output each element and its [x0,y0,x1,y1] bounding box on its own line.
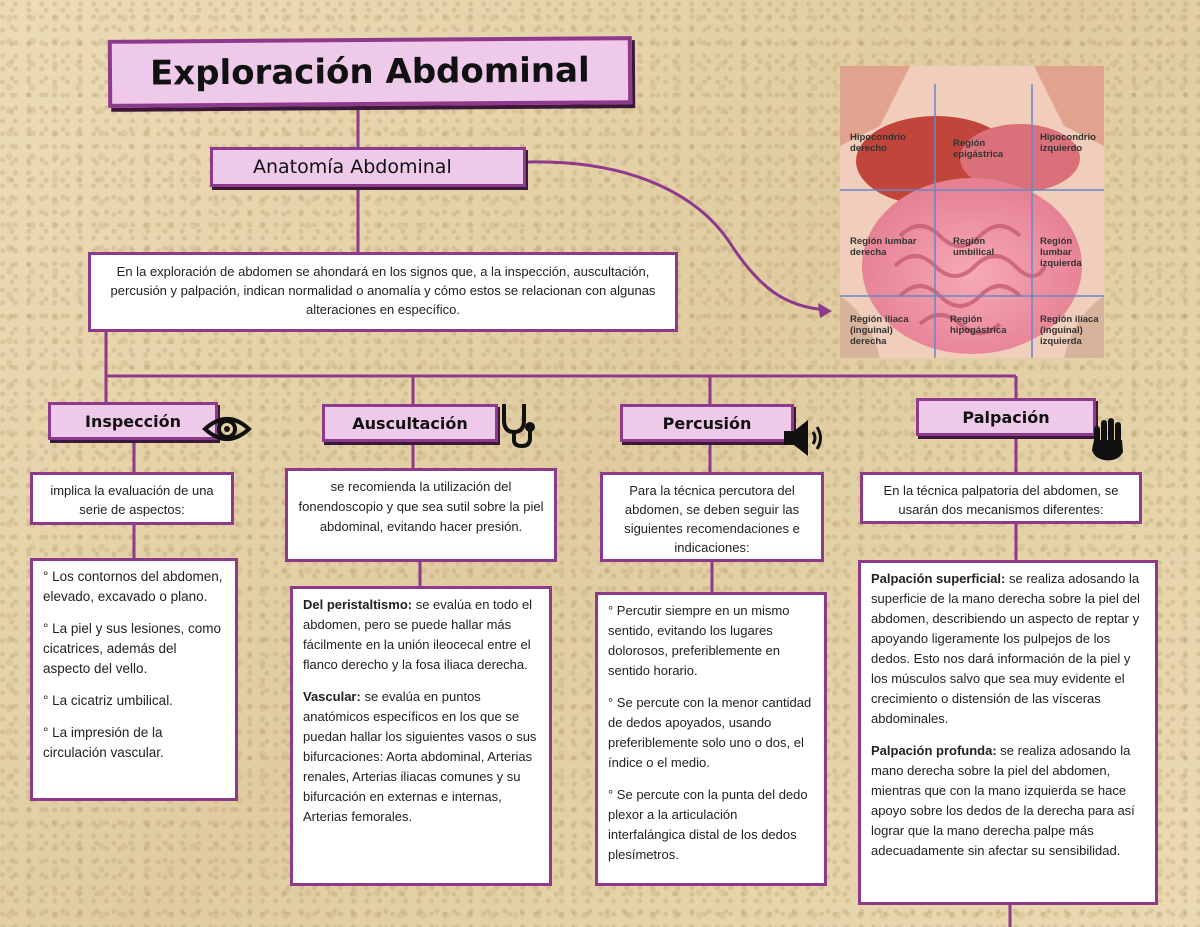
speaker-icon [784,420,822,456]
title-box: Exploración Abdominal [107,36,633,108]
region-label: Región ilíaca(inguinal)izquierda [1040,314,1099,347]
list-item: Palpación superficial: se realiza adosan… [871,571,1140,726]
arrow-icon [818,303,832,318]
hand-icon [1092,418,1123,461]
stethoscope-icon [502,404,535,449]
list-item: ° Se percute con la punta del dedo plexo… [608,787,808,862]
list-item: ° Los contornos del abdomen, elevado, ex… [43,569,223,604]
list-item: ° Percutir siempre en un mismo sentido, … [608,603,790,678]
region-label: Región ilíaca(inguinal)derecha [850,314,909,347]
auscultacion-desc: se recomienda la utilización del fonendo… [285,468,557,562]
page-title: Exploración Abdominal [149,50,590,94]
list-item: ° La piel y sus lesiones, como cicatrice… [43,621,221,676]
inspeccion-heading: Inspección [48,402,218,440]
list-item: ° La impresión de la circulación vascula… [43,725,164,760]
list-item: Vascular: se evalúa en puntos anatómicos… [303,689,537,824]
palpacion-desc: En la técnica palpatoria del abdomen, se… [860,472,1142,524]
palpacion-list: Palpación superficial: se realiza adosan… [858,560,1158,905]
list-item: Palpación profunda: se realiza adosando … [871,743,1135,858]
percusion-list: ° Percutir siempre en un mismo sentido, … [595,592,827,886]
palpacion-heading: Palpación [916,398,1096,436]
intro-text: En la exploración de abdomen se ahondará… [110,264,656,317]
arrow-path [527,160,827,312]
subtitle-box: Anatomía Abdominal [210,147,526,187]
auscultacion-list: Del peristaltismo: se evalúa en todo el … [290,586,552,886]
inspeccion-desc: implica la evaluación de una serie de as… [30,472,234,525]
list-item: ° La cicatriz umbilical. [43,693,173,708]
list-item: Del peristaltismo: se evalúa en todo el … [303,597,533,672]
eye-icon [202,417,252,441]
auscultacion-heading: Auscultación [322,404,498,442]
page-subtitle: Anatomía Abdominal [253,156,452,178]
list-item: ° Se percute con la menor cantidad de de… [608,695,812,770]
percusion-desc: Para la técnica percutora del abdomen, s… [600,472,824,562]
anatomy-illustration [840,66,1104,358]
percusion-heading: Percusión [620,404,794,442]
intro-box: En la exploración de abdomen se ahondará… [88,252,678,332]
inspeccion-list: ° Los contornos del abdomen, elevado, ex… [30,558,238,801]
